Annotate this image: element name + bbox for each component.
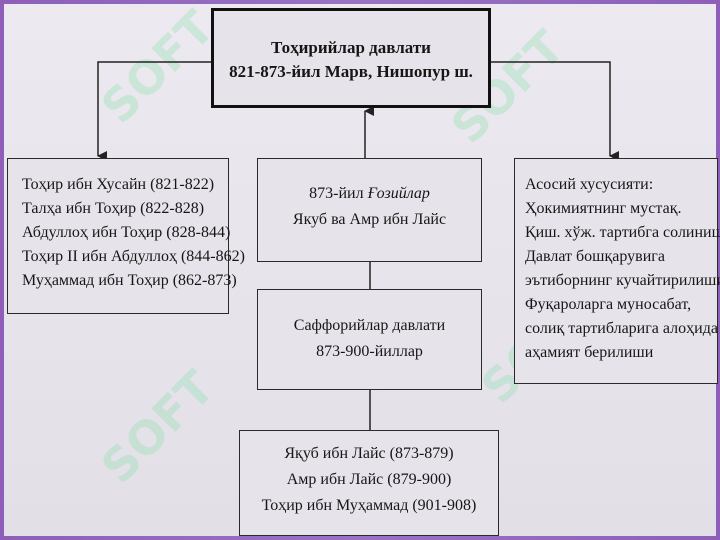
main-features-box: Асосий хусусияти: Ҳокимиятнинг мустақ. Қ… [514, 158, 720, 384]
saffarid-dates: 873-900-йиллар [316, 343, 423, 360]
feature-item: Қиш. хўж. тартибга солиниши. [525, 224, 720, 241]
ruler-item: Абдуллоҳ ибн Тоҳир (828-844) [22, 224, 231, 241]
saffarid-title: Саффорийлар давлати [293, 317, 446, 334]
tahirid-rulers-box: Тоҳир ибн Хусайн (821-822) Талҳа ибн Тоҳ… [7, 158, 245, 314]
feature-item: Ҳокимиятнинг мустақ. [525, 200, 682, 217]
saffarid-state-box: Саффорийлар давлати 873-900-йиллар [257, 289, 482, 390]
feature-item: Давлат бошқарувига [525, 248, 665, 265]
ghazi-line-2: Якуб ва Амр ибн Лайс [292, 211, 447, 228]
tahirid-title: Тоҳирийлар давлати [271, 38, 431, 57]
feature-item: аҳамият берилиши [525, 344, 654, 361]
saffarid-ruler-item: Тоҳир ибн Муҳаммад (901-908) [261, 497, 477, 514]
saffarid-ruler-item: Амр ибн Лайс (879-900) [286, 471, 452, 488]
tahirid-dates: 821-873-йил Марв, Нишопур ш. [229, 62, 473, 81]
feature-item: Асосий хусусияти: [525, 176, 654, 193]
saffarid-rulers-box: Яқуб ибн Лайс (873-879) Амр ибн Лайс (87… [239, 430, 499, 536]
ruler-item: Муҳаммад ибн Тоҳир (862-873) [22, 272, 237, 289]
feature-item: солиқ тартибларига алоҳида [525, 320, 718, 337]
tahirid-state-box: Тоҳирийлар давлати 821-873-йил Марв, Ниш… [211, 8, 491, 108]
saffarid-ruler-item: Яқуб ибн Лайс (873-879) [284, 445, 454, 462]
ghazi-uprising-box: 873-йил Ғозийлар Якуб ва Амр ибн Лайс [257, 158, 482, 262]
ghazi-term: Ғозийлар [367, 185, 430, 202]
ruler-item: Талҳа ибн Тоҳир (822-828) [22, 200, 205, 217]
ruler-item: Тоҳир II ибн Абдуллоҳ (844-862) [22, 248, 245, 265]
ghazi-line-1: 873-йил Ғозийлар [258, 181, 481, 207]
feature-item: эътиборнинг кучайтирилиши. [525, 272, 720, 289]
ghazi-year: 873-йил [309, 185, 368, 202]
feature-item: Фуқароларга муносабат, [525, 296, 692, 313]
ruler-item: Тоҳир ибн Хусайн (821-822) [22, 176, 215, 193]
